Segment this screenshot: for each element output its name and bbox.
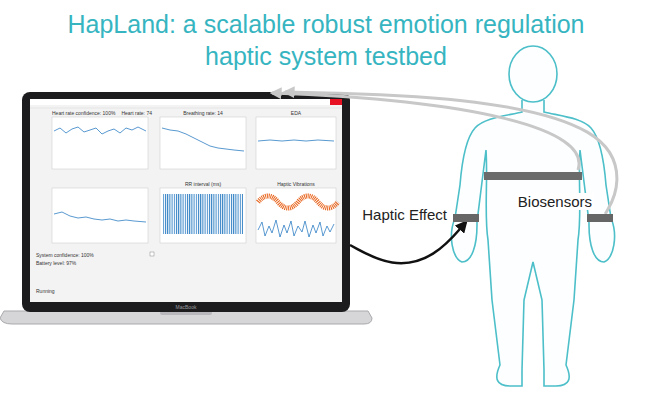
screen-label: Haptic Vibrations bbox=[277, 181, 315, 187]
screen-label: System confidence: 100% bbox=[36, 252, 94, 258]
screen-label: Running bbox=[36, 288, 55, 294]
chart-panel bbox=[256, 117, 336, 169]
chart-line bbox=[258, 140, 334, 141]
connector-arrow bbox=[350, 222, 466, 263]
band-label: Haptic Effect bbox=[360, 206, 449, 223]
screen-label: Heart rate: 74 bbox=[121, 110, 152, 116]
chart-panel bbox=[160, 188, 246, 243]
chart-panel bbox=[52, 188, 148, 243]
chart-panel bbox=[52, 117, 148, 169]
haptic-wave bbox=[258, 196, 338, 208]
body-outline bbox=[451, 100, 614, 386]
screen-label: EDA bbox=[291, 110, 301, 116]
checkbox bbox=[150, 252, 154, 256]
signal-arrow bbox=[272, 93, 579, 170]
band-label: Biosensors bbox=[516, 193, 594, 210]
head-outline bbox=[509, 46, 557, 102]
haptic-spikes bbox=[258, 220, 334, 237]
laptop-screen: Heart rate confidence: 100% Heart rate: 7… bbox=[22, 92, 350, 312]
haptic-band: Haptic Effect bbox=[453, 214, 479, 222]
chart-line bbox=[54, 127, 146, 134]
laptop-base bbox=[0, 311, 372, 324]
title: HapLand: a scalable robust emotion regul… bbox=[46, 8, 606, 72]
biosensor-band: Biosensors bbox=[587, 214, 613, 222]
chart-line bbox=[162, 128, 244, 151]
chart-panel bbox=[160, 117, 246, 169]
menu-line bbox=[30, 108, 342, 109]
screen-label: Heart rate confidence: 100% bbox=[52, 110, 115, 116]
chart-panel bbox=[256, 188, 336, 243]
connector-arrow bbox=[285, 92, 617, 214]
close-button bbox=[330, 99, 342, 105]
rr-bars bbox=[163, 194, 243, 234]
laptop-lid bbox=[22, 92, 350, 312]
window-titlebar bbox=[30, 99, 342, 105]
brand-label: MacBook bbox=[176, 304, 197, 310]
chest-band bbox=[484, 172, 582, 180]
screen-label: Battery level: 97% bbox=[36, 260, 76, 266]
chart-line bbox=[54, 212, 146, 222]
screen-label: Breathing rate: 14 bbox=[183, 110, 223, 116]
app-window bbox=[30, 99, 342, 302]
screen-label: RR interval (ms) bbox=[185, 181, 221, 187]
